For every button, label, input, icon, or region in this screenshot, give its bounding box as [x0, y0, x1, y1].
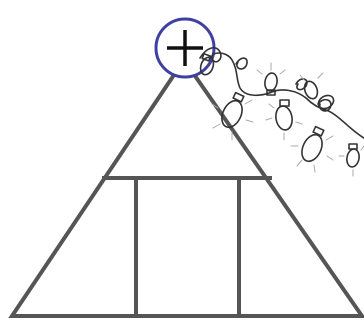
- light-bulb: [346, 144, 361, 168]
- plus-in-circle-icon[interactable]: [156, 19, 214, 77]
- light-bulb: [264, 72, 279, 95]
- lights-wire: [200, 48, 364, 138]
- string-lights-icon: [198, 48, 364, 168]
- lights-wire-loop-1: [236, 58, 247, 69]
- light-bulb: [298, 127, 326, 165]
- light-bulb: [316, 93, 336, 111]
- light-bulb: [274, 100, 294, 131]
